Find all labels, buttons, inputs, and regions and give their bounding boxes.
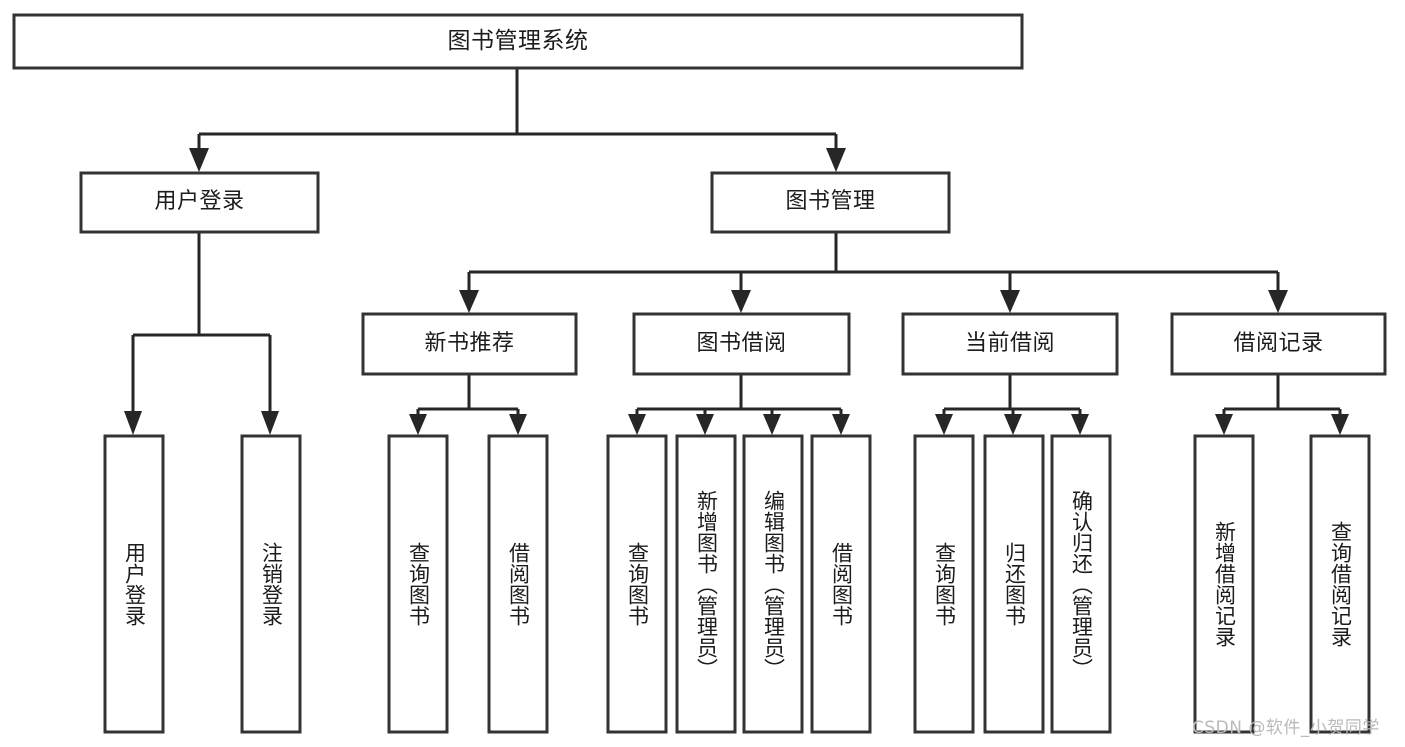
arrowhead-leaf-edit-book (763, 414, 781, 435)
arrowhead-borrow-record (1268, 290, 1288, 313)
connector-group-new-book-recommend (409, 375, 527, 435)
node-box-user-login[interactable] (79, 171, 320, 234)
connector-group-borrow-record (1215, 375, 1349, 435)
node-box-leaf-query-book-1[interactable] (387, 434, 449, 734)
arrowhead-leaf-query-book-3 (935, 414, 953, 435)
node-box-leaf-confirm-return[interactable] (1050, 434, 1112, 734)
arrowhead-book-manage (826, 148, 846, 172)
arrowhead-leaf-add-book (696, 414, 714, 435)
arrowhead-current-borrow (1000, 290, 1020, 313)
node-box-leaf-add-record[interactable] (1193, 434, 1255, 734)
node-box-borrow-record[interactable] (1170, 312, 1387, 376)
connector-group-book-manage (459, 232, 1288, 313)
arrowhead-user-login (189, 148, 209, 172)
arrowhead-book-borrow (731, 290, 751, 313)
node-box-leaf-borrow-book-2[interactable] (810, 434, 872, 734)
node-box-leaf-query-book-3[interactable] (913, 434, 975, 734)
node-box-book-borrow[interactable] (632, 312, 851, 376)
arrowhead-leaf-query-record (1331, 414, 1349, 435)
node-box-leaf-add-book[interactable] (675, 434, 737, 734)
node-box-leaf-user-login[interactable] (103, 434, 165, 734)
node-box-leaf-logout-login[interactable] (240, 434, 302, 734)
node-box-leaf-return-book[interactable] (983, 434, 1045, 734)
arrowhead-leaf-borrow-book-1 (509, 414, 527, 435)
connector-group-book-borrow (628, 375, 850, 435)
node-box-root[interactable] (12, 13, 1024, 70)
node-box-current-borrow[interactable] (901, 312, 1119, 376)
node-box-leaf-edit-book[interactable] (742, 434, 804, 734)
connector-group-user-login (124, 232, 279, 435)
arrowhead-leaf-add-record (1215, 414, 1233, 435)
node-box-leaf-borrow-book-1[interactable] (487, 434, 549, 734)
arrowhead-leaf-query-book-2 (628, 414, 646, 435)
arrowhead-leaf-confirm-return (1071, 414, 1089, 435)
node-box-book-manage[interactable] (710, 171, 951, 234)
arrowhead-leaf-borrow-book-2 (832, 414, 850, 435)
node-box-new-book-recommend[interactable] (361, 312, 578, 376)
arrowhead-leaf-query-book-1 (409, 414, 427, 435)
arrowhead-leaf-return-book (1004, 414, 1022, 435)
node-box-leaf-query-record[interactable] (1309, 434, 1371, 734)
connector-group-current-borrow (935, 375, 1089, 435)
arrowhead-new-book-recommend (459, 290, 479, 313)
connector-group-root (189, 68, 846, 172)
arrowhead-leaf-logout-login (261, 411, 279, 435)
arrowhead-leaf-user-login (124, 411, 142, 435)
node-box-leaf-query-book-2[interactable] (606, 434, 668, 734)
